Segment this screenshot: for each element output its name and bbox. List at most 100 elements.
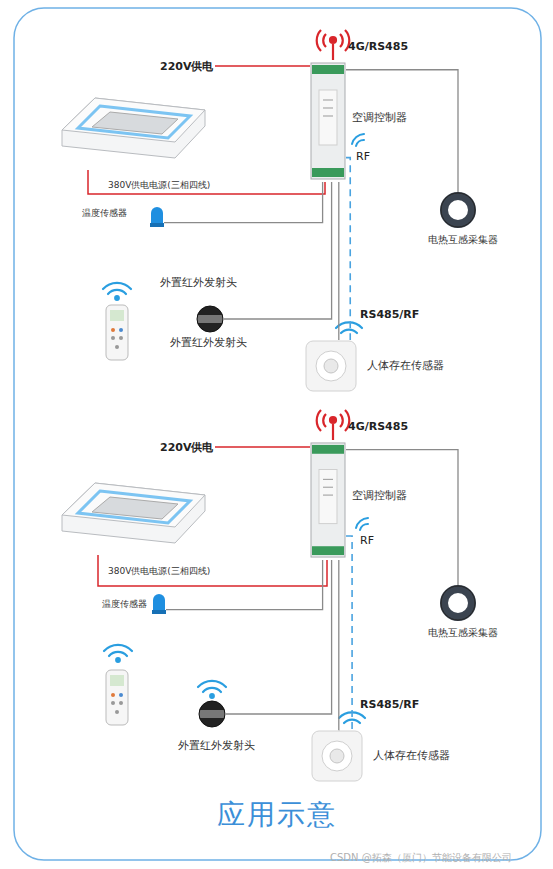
drawing-part xyxy=(152,592,166,614)
drawing-part xyxy=(199,701,225,727)
device-label: 温度传感器 xyxy=(102,598,147,611)
wire-label: RF xyxy=(356,150,370,163)
wifi-icon xyxy=(336,322,362,333)
drawing-part xyxy=(210,694,214,698)
drawing-part xyxy=(103,283,131,289)
drawing-part xyxy=(441,193,475,227)
drawing-part xyxy=(110,675,124,686)
device-label: 空调控制器 xyxy=(352,110,407,125)
drawing-part xyxy=(323,495,333,496)
drawing-part xyxy=(322,741,352,771)
frame xyxy=(14,8,541,860)
wifi-icon xyxy=(104,645,132,662)
drawing-part xyxy=(352,134,364,144)
power-wire xyxy=(215,446,310,448)
drawing-part xyxy=(106,670,128,725)
drawing-part xyxy=(330,417,336,423)
power-wire xyxy=(88,170,325,194)
drawing-part xyxy=(316,351,346,381)
device-label: 电热互感采集器 xyxy=(428,626,498,640)
device-label: 外置红外发射头 xyxy=(160,275,237,290)
wifi-icon xyxy=(103,283,131,300)
drawing-part xyxy=(312,731,362,781)
drawing-part xyxy=(199,701,225,727)
device-label: 温度传感器 xyxy=(82,207,127,220)
drawing-part xyxy=(341,330,357,333)
device-node: 人体存在传感器 xyxy=(311,730,363,782)
drawing-part xyxy=(332,424,334,440)
watermark: CSDN @拓森（厦门）节能设备有限公司 xyxy=(330,851,512,865)
drawing-part xyxy=(444,589,472,617)
device-label: 人体存在传感器 xyxy=(373,748,450,763)
ac-unit xyxy=(62,483,205,543)
device-node: 人体存在传感器 xyxy=(305,340,357,392)
drawing-part xyxy=(111,701,115,705)
device-node: 电热互感采集器 xyxy=(440,585,476,621)
drawing-part xyxy=(197,306,223,332)
device-label: 电热互感采集器 xyxy=(428,233,498,247)
drawing-part xyxy=(330,37,336,43)
remote xyxy=(106,670,128,725)
wire-label: 220V供电 xyxy=(160,59,213,74)
drawing-part xyxy=(323,414,326,427)
device-node: 温度传感器 xyxy=(150,205,164,227)
drawing-part xyxy=(115,296,119,300)
drawing-part xyxy=(336,322,362,328)
drawing-part xyxy=(115,710,119,714)
drawing-part xyxy=(106,305,128,360)
device-label: 人体存在传感器 xyxy=(367,358,444,373)
drawing-part xyxy=(312,546,344,555)
drawing-part xyxy=(150,223,164,227)
drawing-part xyxy=(116,658,120,662)
drawing-part xyxy=(310,440,346,560)
drawing-part xyxy=(62,98,205,158)
wifi-icon xyxy=(352,134,364,146)
device-node: 空调控制器 xyxy=(310,60,346,182)
drawing-part xyxy=(78,491,190,523)
device-node: 空调控制器 xyxy=(310,440,346,560)
remote xyxy=(106,305,128,360)
drawing-part xyxy=(199,710,225,718)
antenna xyxy=(317,410,350,440)
drawing-part xyxy=(356,140,364,146)
drawing-part xyxy=(108,290,126,294)
drawing-part xyxy=(317,30,321,51)
drawing-part xyxy=(323,487,333,488)
drawing-part xyxy=(198,700,226,728)
drawing-part xyxy=(111,336,115,340)
drawing-part xyxy=(317,410,321,431)
drawing-part xyxy=(115,345,119,349)
drawing-part xyxy=(62,483,205,527)
device-node: 外置红外发射头外置红外发射头 xyxy=(196,305,224,333)
drawing-part xyxy=(312,168,344,177)
drawing-part xyxy=(323,116,333,117)
signal-wire xyxy=(346,70,458,192)
drawing-part xyxy=(110,310,124,321)
signal-wire xyxy=(346,450,458,585)
drawing-part xyxy=(324,359,338,373)
drawing-part xyxy=(104,645,132,651)
signal-wire xyxy=(224,182,332,319)
drawing-part xyxy=(441,586,475,620)
drawing-part xyxy=(119,701,123,705)
drawing-part xyxy=(323,108,333,109)
drawing-part xyxy=(323,100,333,101)
drawing-part xyxy=(323,34,326,47)
device-label: 外置红外发射头 xyxy=(170,335,247,350)
drawing-part xyxy=(196,305,224,333)
drawing-part xyxy=(109,652,127,656)
drawing-part xyxy=(311,63,345,179)
device-label: 外置红外发射头 xyxy=(178,738,255,753)
drawing-part xyxy=(319,470,337,524)
drawing-part xyxy=(360,524,368,530)
drawing-part xyxy=(203,688,221,692)
device-node: 外置红外发射头 xyxy=(198,700,226,728)
wifi-icon xyxy=(198,681,226,698)
wire-label: 220V供电 xyxy=(160,440,213,455)
signal-wire xyxy=(338,560,340,730)
drawing-part xyxy=(356,518,368,528)
signal-wire xyxy=(226,560,332,714)
wifi-icon xyxy=(356,518,368,530)
